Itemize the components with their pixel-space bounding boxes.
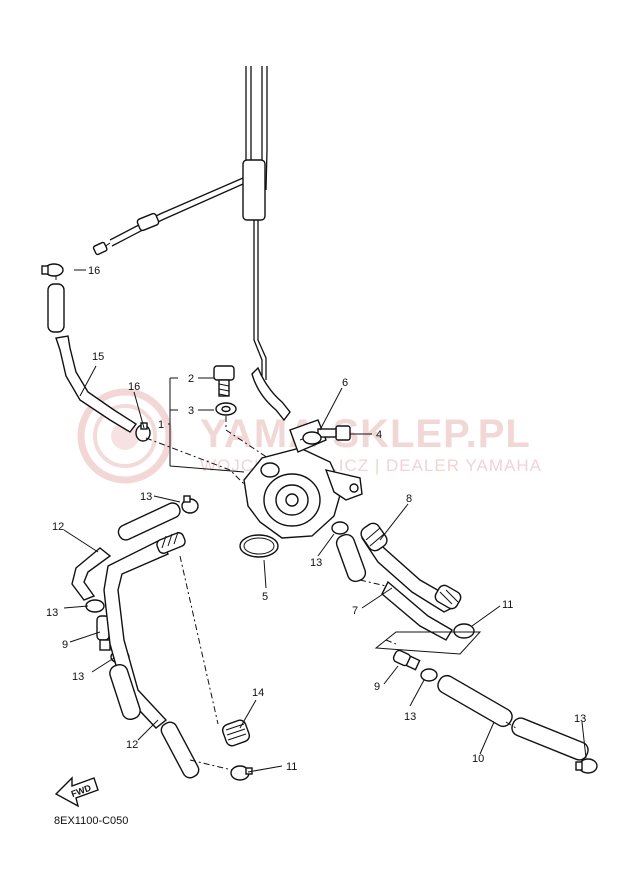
callout-5: 5 — [262, 591, 268, 603]
callout-7: 7 — [352, 605, 358, 617]
callout-12-lower: 12 — [126, 739, 138, 751]
bolt-2 — [213, 365, 235, 397]
hose-15 — [47, 276, 138, 433]
control-cables — [92, 66, 291, 422]
callout-13-d: 13 — [310, 557, 322, 569]
diagram-code: 8EX1100-C050 — [54, 815, 128, 827]
callouts: 1 2 3 4 5 6 7 8 9 9 10 11 11 12 12 13 13… — [46, 265, 586, 773]
callout-16-top: 16 — [88, 265, 100, 277]
clamp-11-left — [230, 765, 253, 781]
callout-6: 6 — [342, 377, 348, 389]
hose-10 — [437, 674, 589, 761]
clamp-13-f — [575, 758, 598, 774]
callout-2: 2 — [188, 373, 194, 385]
o-ring-5 — [239, 534, 279, 558]
callout-3: 3 — [188, 405, 194, 417]
callout-1: 1 — [158, 419, 164, 431]
check-valve-9-right — [392, 649, 421, 671]
callout-13-b: 13 — [46, 607, 58, 619]
collar-6 — [302, 431, 322, 445]
clamp-11-right — [453, 623, 475, 639]
callout-4: 4 — [376, 429, 382, 441]
hose-12-upper — [71, 502, 181, 601]
washer-3 — [215, 402, 237, 416]
callout-10: 10 — [472, 753, 484, 765]
callout-13-c: 13 — [72, 671, 84, 683]
clamp-13-d — [331, 521, 349, 535]
clamp-16-top — [41, 263, 64, 277]
callout-13-f: 13 — [574, 713, 586, 725]
clamp-13-e — [420, 668, 438, 682]
callout-13-e: 13 — [404, 711, 416, 723]
callout-14: 14 — [252, 687, 264, 699]
callout-16-lower: 16 — [128, 381, 140, 393]
fwd-arrow: FWD — [54, 776, 99, 808]
spring-14-bottom — [221, 719, 251, 747]
hose-12-lower — [103, 539, 200, 779]
oil-pump-body — [243, 419, 363, 539]
clamp-13-b — [85, 599, 105, 613]
spring-14-left-top — [156, 531, 186, 554]
callout-15: 15 — [92, 351, 104, 363]
callout-13-a: 13 — [140, 491, 152, 503]
callout-8: 8 — [406, 493, 412, 505]
hose-7 — [335, 533, 453, 641]
hose-8 — [360, 522, 462, 613]
callout-9-right: 9 — [374, 681, 380, 693]
callout-12-upper: 12 — [52, 521, 64, 533]
callout-9-left: 9 — [62, 639, 68, 651]
leader-lines — [63, 269, 587, 773]
callout-11-left: 11 — [286, 761, 297, 773]
bolt-4 — [299, 425, 351, 441]
callout-11-right: 11 — [502, 599, 513, 611]
clamp-13-a — [181, 495, 199, 514]
